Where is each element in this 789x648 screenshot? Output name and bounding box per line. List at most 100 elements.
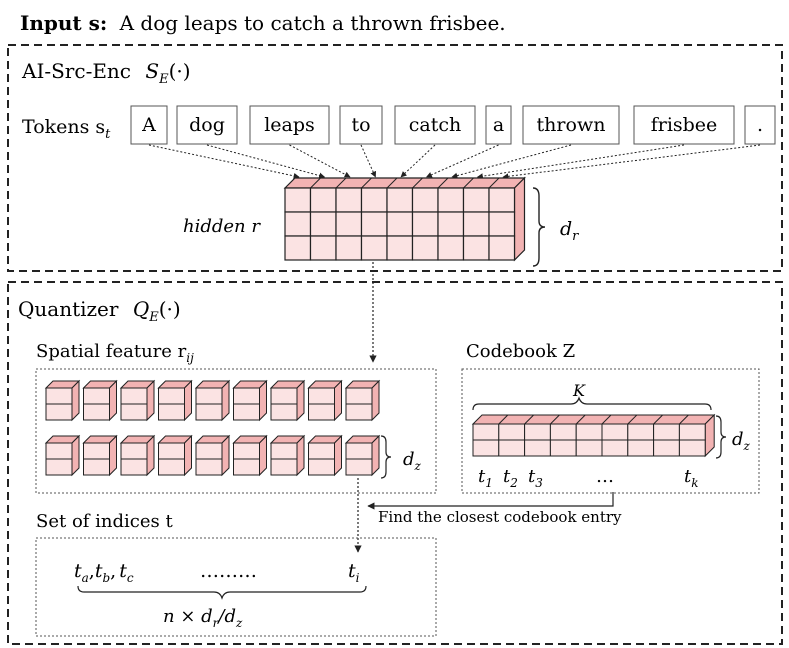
hidden-cell <box>335 235 363 261</box>
token-box: dog <box>176 105 238 145</box>
input-label: Input s: <box>20 11 107 35</box>
token-arrow <box>451 144 572 179</box>
codebook-cell <box>472 423 500 441</box>
closest-entry-label: Find the closest codebook entry <box>378 508 622 526</box>
token-arrow <box>476 144 685 180</box>
codebook-entries <box>471 413 716 458</box>
token-arrow <box>206 144 326 179</box>
hidden-cell <box>462 211 490 237</box>
codebook-cell <box>498 439 526 457</box>
codebook-cell <box>575 423 603 441</box>
token-text: a <box>493 114 504 136</box>
hidden-cell <box>488 187 516 213</box>
spatial-feature-box <box>35 368 437 494</box>
token-arrow <box>148 144 300 179</box>
hidden-representation-grid <box>283 176 526 262</box>
token-text: leaps <box>264 114 315 136</box>
codebook-k-label: K <box>572 381 586 400</box>
hidden-cell <box>309 187 337 213</box>
tokens-label: Tokens st <box>22 116 111 142</box>
hidden-cell <box>411 211 439 237</box>
token-box: frisbee <box>633 105 735 145</box>
hidden-cell <box>411 235 439 261</box>
feature-cube <box>307 379 343 422</box>
dr-brace <box>532 187 546 267</box>
token-box: to <box>339 105 383 145</box>
hidden-cell <box>488 235 516 261</box>
feature-cube <box>232 434 268 477</box>
codebook-label: Codebook Z <box>466 341 575 362</box>
token-arrow <box>289 144 351 178</box>
feature-cube <box>269 379 306 422</box>
token-text: A <box>141 114 156 136</box>
codebook-cell <box>601 439 629 457</box>
feature-cube <box>119 434 156 477</box>
hidden-cell <box>309 211 337 237</box>
codebook-cell <box>653 423 680 441</box>
encoder-section-box <box>7 44 783 272</box>
codebook-box <box>461 368 760 494</box>
hidden-cell <box>386 187 414 213</box>
codebook-cell <box>601 423 629 441</box>
token-box: A <box>130 105 168 145</box>
indices-brace <box>77 585 367 600</box>
feature-cube <box>82 434 118 477</box>
hidden-cell <box>437 211 465 237</box>
indices-sequence: ta,tb,tc <box>74 560 134 585</box>
encoder-title: AI-Src-Enc SE(·) <box>21 59 191 87</box>
hidden-cell <box>309 235 337 261</box>
codebook-cell <box>653 439 680 457</box>
token-box: leaps <box>249 105 330 145</box>
feature-cube <box>344 379 381 422</box>
indices-dots: ……… <box>200 560 257 582</box>
token-box: a <box>485 105 512 145</box>
feature-cube <box>44 379 81 422</box>
token-box: thrown <box>522 105 620 145</box>
spatial-dz-brace <box>380 435 392 479</box>
indices-formula: n × dr/dz <box>163 606 243 630</box>
feature-cube <box>307 434 343 477</box>
feature-cube <box>344 434 381 477</box>
closest-entry-arrow <box>367 492 614 510</box>
indices-box <box>35 537 437 637</box>
hidden-cell <box>437 235 465 261</box>
hidden-cell <box>284 211 312 237</box>
feature-cube <box>269 434 306 477</box>
codebook-index: t3 <box>528 466 543 490</box>
token-arrow <box>425 144 499 178</box>
hidden-cell <box>386 211 414 237</box>
feature-cube <box>157 379 193 422</box>
hidden-cell <box>284 235 312 261</box>
input-text: A dog leaps to catch a thrown frisbee. <box>119 11 506 35</box>
codebook-cell <box>472 439 500 457</box>
spatial-feature-label: Spatial feature rij <box>36 341 194 365</box>
codebook-cell <box>627 439 655 457</box>
codebook-cell <box>575 439 603 457</box>
hidden-cell <box>284 187 312 213</box>
codebook-index: t2 <box>503 466 518 490</box>
hidden-grid-top <box>283 177 526 189</box>
codebook-dz-brace <box>715 415 727 459</box>
token-text: catch <box>409 114 461 136</box>
hidden-cell <box>335 211 363 237</box>
input-line: Input s: A dog leaps to catch a thrown f… <box>20 11 506 35</box>
codebook-cell <box>678 423 706 441</box>
quantizer-section-box <box>7 281 783 645</box>
feature-cube <box>44 434 81 477</box>
feature-cube <box>194 379 231 422</box>
codebook-cell <box>549 439 577 457</box>
dr-label: dr <box>560 218 579 244</box>
hidden-label: hidden r <box>183 216 261 237</box>
codebook-k-brace <box>472 396 712 411</box>
codebook-cell <box>498 423 526 441</box>
token-arrow <box>360 144 377 178</box>
feature-cube <box>157 434 193 477</box>
hidden-cell <box>360 187 388 213</box>
hidden-cell <box>360 211 388 237</box>
hidden-cell <box>386 235 414 261</box>
token-arrow <box>400 144 436 178</box>
token-text: to <box>351 114 370 136</box>
hidden-cell <box>462 187 490 213</box>
codebook-index: t1 <box>478 466 493 490</box>
